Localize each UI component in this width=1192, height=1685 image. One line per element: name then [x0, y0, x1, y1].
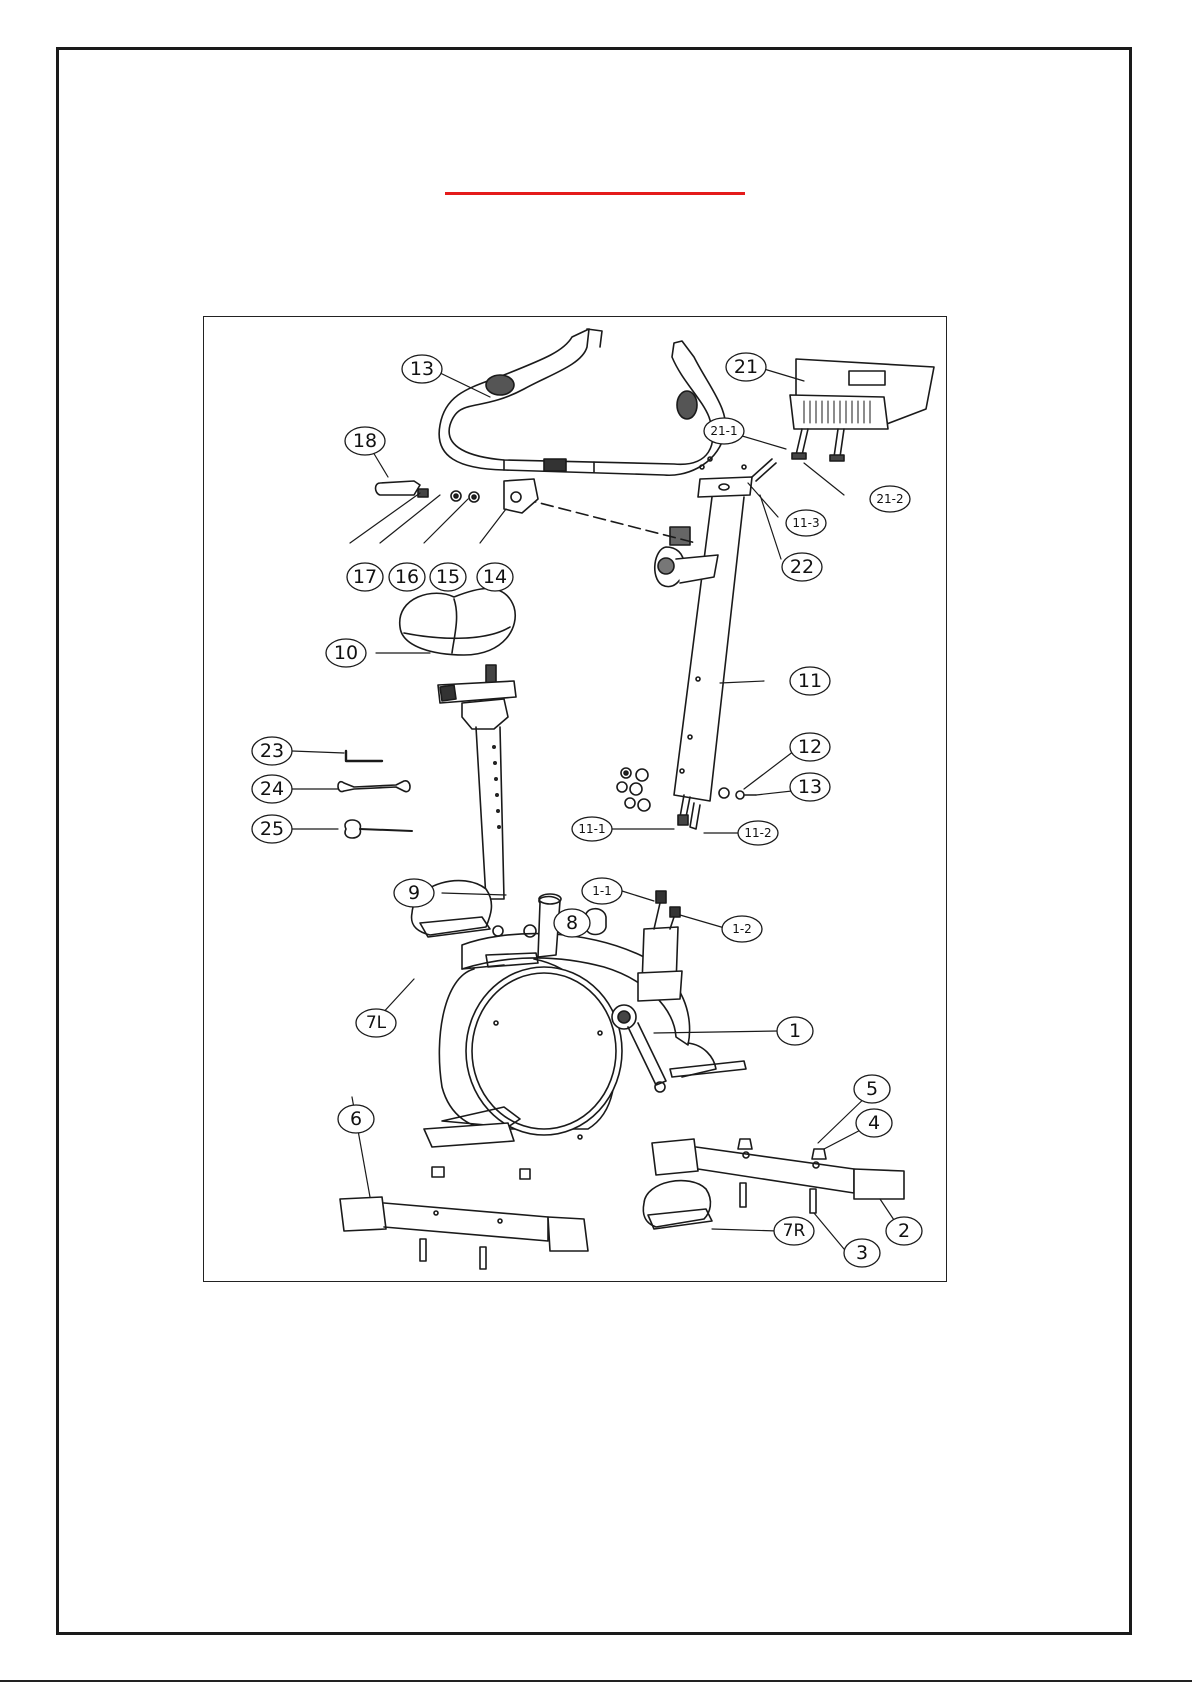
label-6: 6 — [350, 1108, 362, 1130]
label-21-1: 21-1 — [710, 424, 737, 438]
callout-labels: 13 21 18 21-1 21-2 11-3 22 17 16 15 14 1… — [260, 356, 910, 1264]
console-part — [790, 359, 934, 461]
label-11-3: 11-3 — [792, 516, 819, 530]
label-11-1: 11-1 — [578, 822, 605, 836]
label-24: 24 — [260, 778, 284, 800]
label-16: 16 — [395, 566, 419, 588]
label-17: 17 — [353, 566, 377, 588]
right-pedal-part — [643, 1181, 712, 1229]
assembly-dashed-line — [524, 499, 696, 543]
bottom-rule — [0, 1680, 1192, 1682]
label-11-2: 11-2 — [744, 826, 771, 840]
handlebar-part — [439, 329, 726, 475]
pedal-spanner — [345, 820, 412, 838]
label-25: 25 — [260, 818, 284, 840]
tools — [338, 751, 412, 838]
label-8: 8 — [566, 912, 578, 934]
label-18: 18 — [353, 430, 377, 452]
label-1-1: 1-1 — [592, 884, 612, 898]
label-13-handlebar: 13 — [410, 358, 434, 380]
label-13-bolt: 13 — [798, 776, 822, 798]
label-22: 22 — [790, 556, 814, 578]
label-4: 4 — [868, 1112, 880, 1134]
post-bolts — [617, 768, 756, 811]
leader-lines — [292, 369, 900, 1249]
allen-key — [346, 751, 382, 761]
label-10: 10 — [334, 642, 358, 664]
front-stabilizer-part — [340, 1197, 588, 1269]
label-23: 23 — [260, 740, 284, 762]
label-14: 14 — [483, 566, 507, 588]
label-15: 15 — [436, 566, 460, 588]
label-21: 21 — [734, 356, 758, 378]
wrench — [338, 781, 410, 792]
seat-part — [400, 589, 516, 656]
label-1-2: 1-2 — [732, 922, 752, 936]
upright-post-part — [655, 457, 776, 829]
label-7L: 7L — [366, 1013, 387, 1033]
label-9: 9 — [408, 882, 420, 904]
label-5: 5 — [866, 1078, 878, 1100]
exploded-view-diagram: 13 21 18 21-1 21-2 11-3 22 17 16 15 14 1… — [203, 316, 947, 1282]
title-underline — [445, 192, 745, 195]
label-2: 2 — [898, 1220, 910, 1242]
label-7R: 7R — [783, 1221, 806, 1241]
frame-wires — [654, 891, 680, 929]
label-21-2: 21-2 — [876, 492, 903, 506]
exploded-view-drawing: 13 21 18 21-1 21-2 11-3 22 17 16 15 14 1… — [204, 317, 948, 1283]
label-1: 1 — [789, 1020, 801, 1042]
seat-post-part — [438, 665, 516, 899]
label-12: 12 — [798, 736, 822, 758]
label-11: 11 — [798, 670, 822, 692]
label-3: 3 — [856, 1242, 868, 1264]
